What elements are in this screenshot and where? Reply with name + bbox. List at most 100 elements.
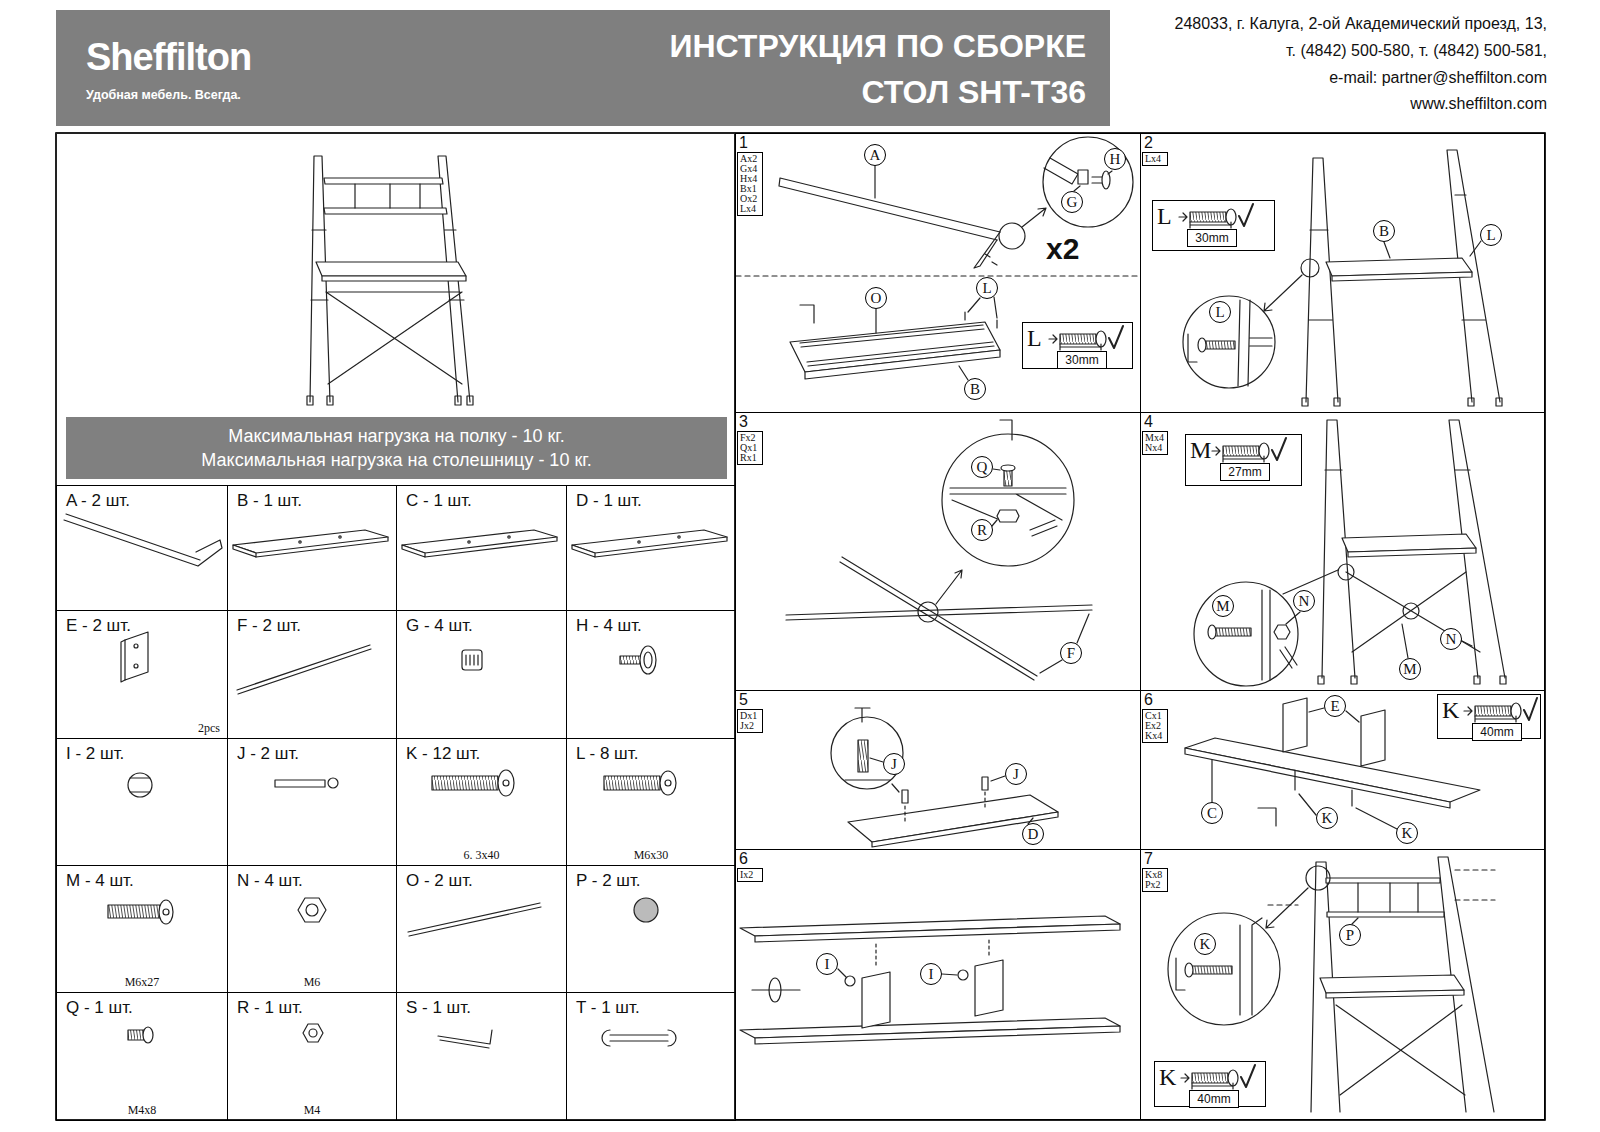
callout-text: O bbox=[866, 288, 886, 308]
step-3-art bbox=[1000, 420, 1012, 440]
dimension-box: L30mm bbox=[1152, 200, 1275, 251]
part-icon bbox=[256, 537, 388, 557]
step-4-art bbox=[1262, 590, 1270, 680]
step-1-art bbox=[974, 232, 1000, 268]
step-6-art bbox=[1211, 760, 1212, 802]
part-icon bbox=[644, 652, 652, 668]
step-5-art bbox=[858, 740, 868, 772]
step-1-art bbox=[1078, 170, 1088, 184]
step-4-art bbox=[1351, 676, 1357, 684]
step-3-art bbox=[786, 605, 1092, 620]
part-label: E - 2 шт. bbox=[66, 616, 131, 636]
step-4-art bbox=[1403, 603, 1419, 619]
callout-text: L bbox=[1210, 302, 1230, 322]
part-icon bbox=[438, 1030, 492, 1048]
part-cell: A - 2 шт. bbox=[56, 485, 228, 611]
step-7-art bbox=[1168, 857, 1495, 1112]
step-parts: Kx8 Px2 bbox=[1142, 868, 1168, 892]
step-6-art bbox=[1258, 808, 1276, 826]
part-label: Q - 1 шт. bbox=[66, 998, 133, 1018]
step-2-art bbox=[1188, 334, 1197, 362]
step-panel: 1Ax2 Gx4 Hx4 Bx1 Ox2 Lx4AHGOLBL30mm bbox=[735, 133, 1141, 413]
step-4-art bbox=[1194, 420, 1506, 686]
step-1-art bbox=[875, 309, 876, 333]
step-parts: Cx1 Ex2 Kx4 bbox=[1142, 709, 1168, 743]
step-1-art bbox=[805, 350, 1000, 379]
callout-text: J bbox=[1006, 764, 1026, 784]
step-3-art bbox=[936, 570, 962, 604]
step-number: 1 bbox=[739, 134, 748, 152]
dimension-box: K40mm bbox=[1154, 1061, 1266, 1107]
desk-illustration bbox=[455, 396, 461, 405]
callout-text: G bbox=[1062, 192, 1082, 212]
part-icon bbox=[328, 778, 338, 788]
step-1-art bbox=[1074, 171, 1112, 191]
sheet-divider bbox=[734, 133, 736, 1120]
callout-letter: L bbox=[976, 277, 998, 299]
callout-text: C bbox=[1202, 803, 1222, 823]
part-cell: T - 1 шт. bbox=[566, 992, 736, 1121]
part-label: O - 2 шт. bbox=[406, 871, 473, 891]
step-1-art bbox=[1092, 177, 1102, 183]
part-icon bbox=[462, 650, 482, 670]
step-1-art bbox=[736, 137, 1139, 380]
screw-icon bbox=[1241, 1065, 1255, 1087]
step-1-art bbox=[874, 166, 875, 198]
step-6-art bbox=[1185, 748, 1450, 808]
step-7-art bbox=[1192, 966, 1232, 974]
step-parts: Fx2 Qx1 Rx1 bbox=[737, 431, 763, 465]
step-panel: 5Dx1 Jx2JJD bbox=[735, 690, 1141, 850]
desk-illustration bbox=[316, 262, 466, 276]
part-icon bbox=[408, 903, 541, 936]
step-2-art bbox=[1332, 272, 1472, 281]
step-6b-art bbox=[958, 970, 968, 980]
part-icon bbox=[503, 780, 509, 786]
part-cell: P - 2 шт. bbox=[566, 865, 736, 993]
part-label: F - 2 шт. bbox=[237, 616, 301, 636]
step-3-art bbox=[942, 434, 1074, 566]
callout-letter: M bbox=[1212, 595, 1234, 617]
part-icon bbox=[402, 530, 557, 557]
part-cell: J - 2 шт. bbox=[227, 738, 397, 866]
part-icon bbox=[665, 780, 671, 786]
step-number: 2 bbox=[1144, 134, 1153, 152]
part-cell: R - 1 шт.M4 bbox=[227, 992, 397, 1121]
screw-icon bbox=[1109, 326, 1123, 348]
screw-icon bbox=[1049, 204, 1537, 1089]
quantity-mark: x2 bbox=[1046, 232, 1079, 266]
step-7-art bbox=[1358, 883, 1418, 912]
step-number: 6 bbox=[1144, 691, 1153, 709]
step-3-art bbox=[1030, 520, 1057, 536]
callout-text: K bbox=[1195, 934, 1215, 954]
part-label: K - 12 шт. bbox=[406, 744, 480, 764]
step-3-art bbox=[918, 602, 938, 622]
part-cell: B - 1 шт. bbox=[227, 485, 397, 611]
screw-icon bbox=[1060, 334, 1096, 344]
step-6-art bbox=[1185, 738, 1480, 802]
step-1-art bbox=[1022, 208, 1046, 227]
step-1-art bbox=[800, 305, 814, 323]
callout-letter: M bbox=[1399, 658, 1421, 680]
callout-text: Q bbox=[972, 457, 992, 477]
dimension-text: 27mm bbox=[1220, 463, 1270, 481]
step-5-art bbox=[892, 784, 899, 792]
part-icon bbox=[237, 645, 371, 694]
step-6-art bbox=[1299, 794, 1397, 829]
desk-illustration bbox=[355, 184, 420, 208]
callout-text: R bbox=[972, 520, 992, 540]
step-6-art bbox=[1283, 698, 1307, 752]
step-number: 5 bbox=[739, 691, 748, 709]
step-6b-art bbox=[755, 924, 1120, 942]
screw-icon bbox=[1272, 438, 1286, 460]
part-icon bbox=[660, 771, 676, 795]
callout-letter: I bbox=[816, 953, 838, 975]
callout-text: P bbox=[1340, 925, 1360, 945]
part-icon bbox=[233, 530, 388, 553]
step-1-art bbox=[985, 254, 997, 265]
callout-text: E bbox=[1325, 696, 1345, 716]
step-4-art bbox=[1194, 582, 1298, 686]
step-1-art bbox=[965, 312, 997, 328]
callout-letter: E bbox=[1324, 695, 1346, 717]
callout-text: I bbox=[817, 954, 837, 974]
part-cell: E - 2 шт.2pcs bbox=[56, 610, 228, 739]
